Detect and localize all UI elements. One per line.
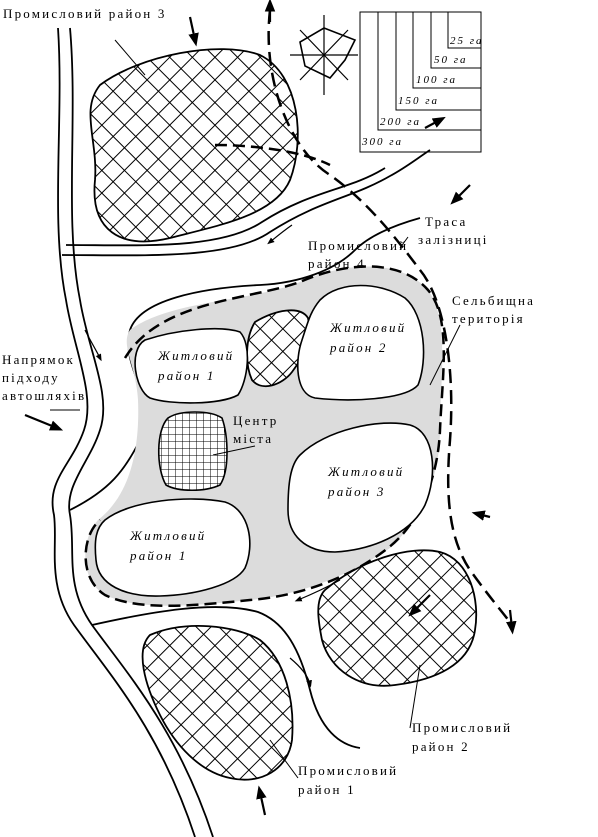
industrial-zone-1 [141,625,294,781]
label-road-approach-line3: автошляхів [2,388,87,403]
label-residential-3-line2: район 3 [328,484,386,499]
label-industrial-1-line2: район 1 [298,782,356,797]
industrial-zone-2 [317,549,478,687]
arrow-east-road [471,510,491,521]
label-railway-line2: залізниці [418,232,489,247]
wind-rose [290,15,358,95]
flow-arrows [84,224,341,688]
label-residential-2-line1: Житловий [330,320,407,335]
label-industrial-1-line1: Промисловий [298,763,399,778]
label-city-center-line1: Центр [233,413,279,428]
label-industrial-2-line1: Промисловий [412,720,513,735]
scale-label-150: 150 га [398,95,440,107]
label-road-approach-line2: підходу [2,370,60,385]
label-industrial-2-line2: район 2 [412,739,470,754]
label-industrial-4-line1: Промисловий [308,238,409,253]
scale-label-100: 100 га [416,74,458,86]
scale-legend-frame [359,11,482,153]
arrow-north-inlet [188,16,199,47]
residential-district-2 [297,284,425,401]
scale-label-25: 25 га [450,35,484,47]
label-industrial-3: Промисловий район 3 [3,6,167,21]
label-residential-1-bottom-line2: район 1 [130,548,188,563]
label-city-center-line2: міста [233,431,274,446]
residential-district-1-bottom [94,498,251,597]
residential-district-3 [287,422,434,553]
railway-track [267,9,514,626]
label-residential-1-bottom-line1: Житловий [130,528,207,543]
label-road-approach-line1: Напрямок [2,352,76,367]
industrial-zone-4 [246,309,310,388]
arrow-east-inlet [450,184,471,205]
river [51,27,214,837]
label-residential-2-line2: район 2 [330,340,388,355]
direction-arrows [24,0,517,816]
label-settlement-line2: територія [452,311,525,326]
industrial-zone-3 [89,48,299,243]
residential-district-1-top [134,327,249,404]
leader-lines [50,39,461,779]
railway-branch [214,143,331,167]
label-residential-1-top-line2: район 1 [158,368,216,383]
arrow-road-approach [24,413,64,431]
label-settlement-line1: Сельбищна [452,293,536,308]
label-residential-1-top-line1: Житловий [158,348,235,363]
scale-label-200: 200 га [380,116,422,128]
arrow-scale [424,116,446,129]
label-industrial-4-line2: район 4 [308,256,366,271]
arrow-south-inlet [256,785,267,816]
arrow-industrial-2 [408,594,431,617]
scale-label-300: 300 га [362,136,404,148]
scale-label-50: 50 га [434,54,468,66]
label-railway-line1: Траса [425,214,468,229]
label-residential-3-line1: Житловий [328,464,405,479]
city-center-zone [157,411,228,492]
arrow-rail-south [506,609,517,635]
